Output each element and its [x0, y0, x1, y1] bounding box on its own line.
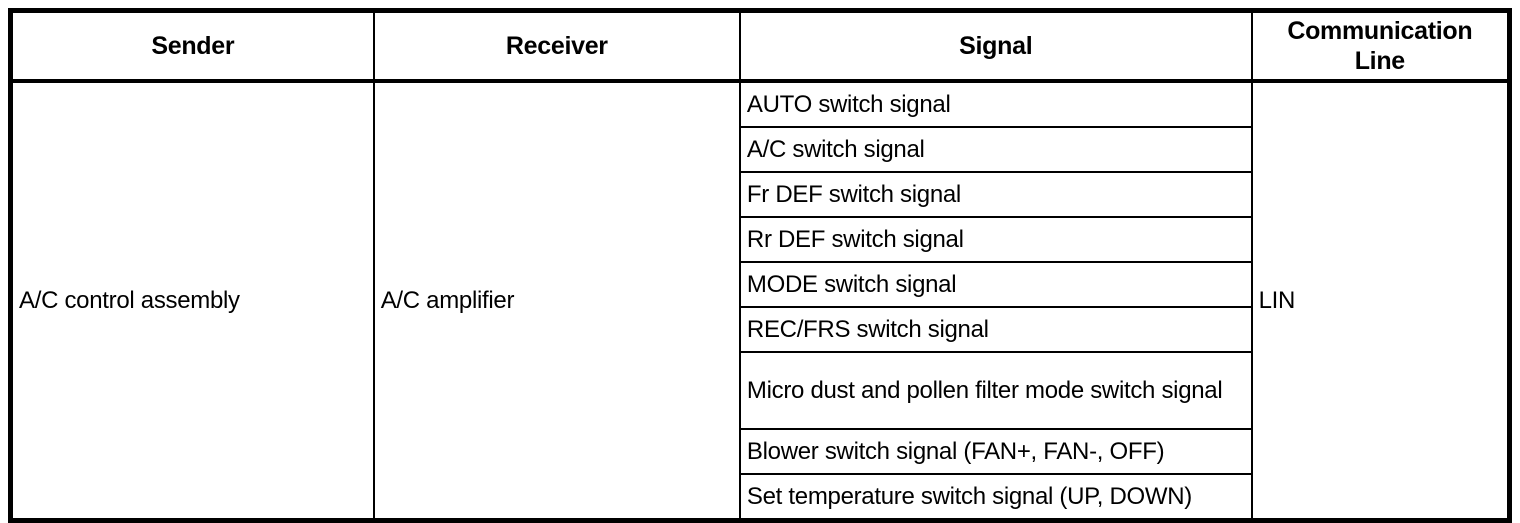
- signal-cell-blower: Blower switch signal (FAN+, FAN-, OFF): [738, 428, 1253, 475]
- communication-signal-table: Sender Receiver Signal Communication Lin…: [8, 8, 1512, 523]
- signal-cell-mode: MODE switch signal: [738, 261, 1253, 308]
- table-row: A/C switch signal: [11, 126, 1510, 173]
- communication-line-cell: LIN: [1250, 80, 1511, 522]
- table-row: Fr DEF switch signal: [11, 171, 1510, 218]
- signal-cell-auto: AUTO switch signal: [738, 80, 1253, 128]
- signal-cell-rec-frs: REC/FRS switch signal: [738, 306, 1253, 353]
- header-row: Sender Receiver Signal Communication Lin…: [9, 9, 1511, 83]
- signal-cell-set-temperature: Set temperature switch signal (UP, DOWN): [738, 473, 1253, 522]
- header-communication-line: Communication Line: [1250, 9, 1511, 83]
- header-receiver: Receiver: [372, 9, 741, 83]
- signal-cell-micro-dust: Micro dust and pollen filter mode switch…: [738, 351, 1253, 430]
- table-row: MODE switch signal: [11, 261, 1510, 308]
- header-sender: Sender: [9, 9, 375, 83]
- signal-cell-ac: A/C switch signal: [738, 126, 1253, 173]
- signal-cell-rr-def: Rr DEF switch signal: [738, 216, 1253, 263]
- table-row: Blower switch signal (FAN+, FAN-, OFF): [11, 428, 1510, 475]
- table-row: REC/FRS switch signal: [11, 306, 1510, 353]
- header-signal: Signal: [738, 9, 1253, 83]
- document-page: Sender Receiver Signal Communication Lin…: [8, 8, 1512, 523]
- receiver-cell: A/C amplifier: [372, 80, 741, 522]
- table-row: A/C control assembly A/C amplifier AUTO …: [9, 80, 1511, 522]
- table-row: Rr DEF switch signal: [11, 216, 1510, 263]
- table-row: Micro dust and pollen filter mode switch…: [11, 351, 1510, 430]
- signal-cell-fr-def: Fr DEF switch signal: [738, 171, 1253, 218]
- sender-cell: A/C control assembly: [9, 80, 375, 522]
